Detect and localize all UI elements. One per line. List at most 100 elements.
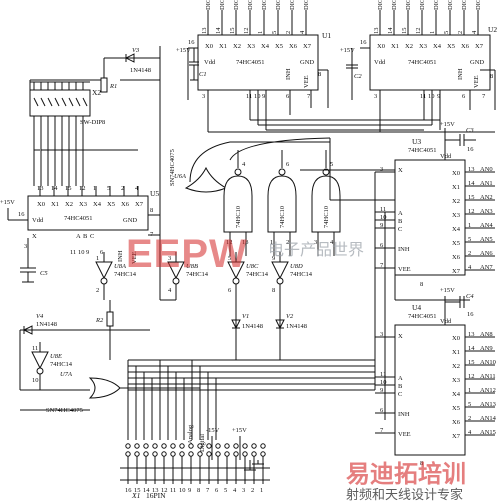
u5-in-6: X6 [121,201,130,208]
u5-part: 74HC4051 [64,215,93,222]
nand-part-1: 74HC10 [279,206,286,228]
u3-x-3: X3 [452,212,460,219]
u2-part: 74HC4051 [408,59,437,66]
u4-cap: C4 [466,293,474,300]
u1-pins-in-6: X6 [289,43,298,50]
u4-rpin-2: 15 [468,359,475,366]
svg-text:9: 9 [437,93,440,100]
svg-text:3: 3 [374,93,377,100]
conn-pin-b-14 [251,451,257,457]
u4-lpin-0: 3 [380,331,383,338]
inverter-in-3: 9 [272,255,275,262]
u4-supply: +15V [440,287,455,294]
u4-chip: X Vdd 74HC4051 U4 16 8 31110967ABCINHVEE… [375,303,497,467]
svg-text:GND: GND [470,59,484,66]
u1-pins-dig-5: DIG5 [275,0,282,10]
u3-lbl-0: A [398,210,403,217]
conn-pin-7 [188,443,194,449]
u5-gnd: GND [123,217,137,224]
conn-part: 16PIN [146,491,166,500]
u5-ref: U5 [150,189,159,198]
dip-ref: X2 [92,88,101,97]
conn-pin-b-5 [170,451,176,457]
u5-b: B [83,233,88,240]
u4-lbl-4: VEE [398,431,411,438]
u5-supply: +15V [0,199,15,206]
u1-gnd: GND [300,59,314,66]
nand-bubble-1 [278,168,286,176]
conn-pin-label-10: 6 [215,487,219,494]
u5-cap: C5 [40,270,48,277]
u5-pin-6: 2 [121,185,124,192]
u5-pin-5: 5 [107,185,110,192]
u1-pin11: 11 [246,93,252,100]
u5-pin6: 6 [100,249,104,256]
u4-lbl-2: C [398,391,402,398]
svg-text:VEE: VEE [473,75,480,88]
u1-pins-dig-2: DIG2 [233,0,240,10]
u4-rpin-6: 2 [468,415,471,422]
dip-toggle-2 [47,97,53,107]
u3-an-3: AN3 [480,208,493,215]
u4-lbl-3: INH [398,411,410,418]
inverter-bubble-2 [232,277,240,285]
u3-rpin-3: 12 [468,208,475,215]
conn-pin-b-11 [224,451,230,457]
u3-lbl-2: C [398,226,402,233]
conn-pin-10 [215,443,221,449]
u5-in-2: X2 [65,201,73,208]
u5-pin-7: 4 [135,185,139,192]
conn-pin-b-10 [215,451,221,457]
u3-pin8: 8 [420,281,423,288]
u3-rpin-2: 15 [468,194,475,201]
u5-x: X [32,233,37,240]
u4-lbl-1: B [398,383,403,390]
conn-pin-0 [125,443,131,449]
u4-x-6: X6 [452,419,461,426]
u3-pin16: 16 [467,146,474,153]
v3-ref: V3 [132,47,140,54]
u5-vee: VEE [131,251,138,264]
conn-pin-label-14: 2 [251,487,254,494]
conn-pin-b-13 [242,451,248,457]
inverter-4 [31,351,49,370]
u1-ref: U1 [322,31,331,40]
u1-pins-in-4: X4 [261,43,270,50]
r2-ref: R2 [95,317,104,324]
v4-ref: V4 [36,313,44,320]
conn-pin-14 [251,443,257,449]
u4-lpin-5: 7 [380,427,384,434]
u6-ref: U6A [174,173,186,180]
u2-pins-pin-0: 13 [373,28,380,35]
u3-lpin-0: 3 [380,166,383,173]
conn-pin-b-4 [161,451,167,457]
conn-pin-2 [143,443,149,449]
u1-supply: +15V [176,47,191,54]
u2-pins-pin-5: 5 [443,31,450,34]
u2-pins-in-0: X0 [377,43,385,50]
u4-x-3: X3 [452,377,460,384]
conn-pin-label-7: 9 [188,487,191,494]
dip-toggle-4 [61,97,67,107]
u3-lpin-1: 11 [380,206,386,213]
u3-lbl-1: B [398,218,403,225]
inverter-in-2: 5 [228,255,231,262]
u2-pins-dig-1: DIG9 [391,0,398,10]
u1-pins-in-5: X5 [275,43,283,50]
u3-supply: +15V [440,121,455,128]
u3-lpin-5: 7 [380,262,384,269]
u3-an-4: AN4 [480,222,493,229]
inverter-bubble-0 [100,277,108,285]
u5-in-1: X1 [51,201,59,208]
conn-pin-label-3: 13 [152,487,159,494]
u1-pin8: 8 [318,71,321,78]
u6-part: SN74HC4075 [169,149,176,186]
u3-rpin-0: 13 [468,166,475,173]
u1-pin3: 3 [202,93,205,100]
u3-cap: C3 [466,127,474,134]
v1-ref: V1 [242,313,249,320]
v1-part: 1N4148 [242,323,263,330]
u5-pin-0: 13 [37,185,44,192]
u2-supply: +15V [340,47,355,54]
u4-x-0: X0 [452,335,460,342]
